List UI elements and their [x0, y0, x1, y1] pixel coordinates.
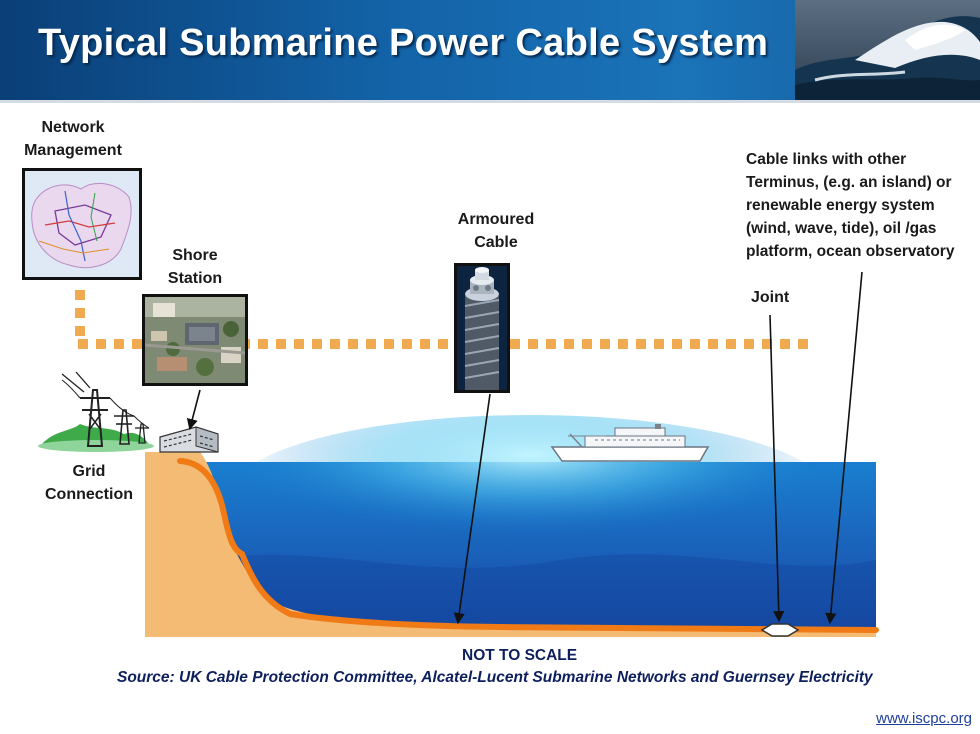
banner-divider: [0, 100, 980, 103]
armoured-cable-arrow: [453, 393, 491, 625]
network-management-label: Network Management: [24, 119, 122, 159]
page-title: Typical Submarine Power Cable System: [38, 22, 769, 64]
seabed-land: [145, 452, 876, 637]
joint-label: Joint: [751, 289, 790, 306]
power-pylons-icon: [38, 371, 154, 452]
dotted-communication-link: [75, 290, 815, 349]
joint-arrow: [769, 314, 785, 623]
network-management-map-photo: [22, 168, 142, 280]
shore-station-building-icon: [159, 426, 219, 453]
grid-connection-label: Grid Connection: [45, 463, 133, 503]
cable-links-arrow: [825, 271, 863, 625]
cable-joint-icon: [760, 623, 800, 637]
shore-station-aerial-photo: [142, 294, 248, 386]
shore-station-arrow: [186, 389, 201, 431]
ocean-wave-photo: [795, 0, 980, 100]
not-to-scale-note: NOT TO SCALE: [462, 647, 578, 664]
shore-station-label: Shore Station: [167, 247, 223, 287]
sea-light-glow: [230, 415, 830, 575]
website-link[interactable]: www.iscpc.org: [876, 710, 972, 727]
armoured-cable-photo: [454, 263, 510, 393]
cable-links-label: Cable links with other Terminus, (e.g. a…: [746, 151, 955, 260]
armoured-cable-label: Armoured Cable: [457, 211, 535, 251]
cable-ship-icon: [550, 424, 710, 462]
submarine-cable: [177, 458, 879, 633]
source-credit: Source: UK Cable Protection Committee, A…: [117, 669, 873, 686]
